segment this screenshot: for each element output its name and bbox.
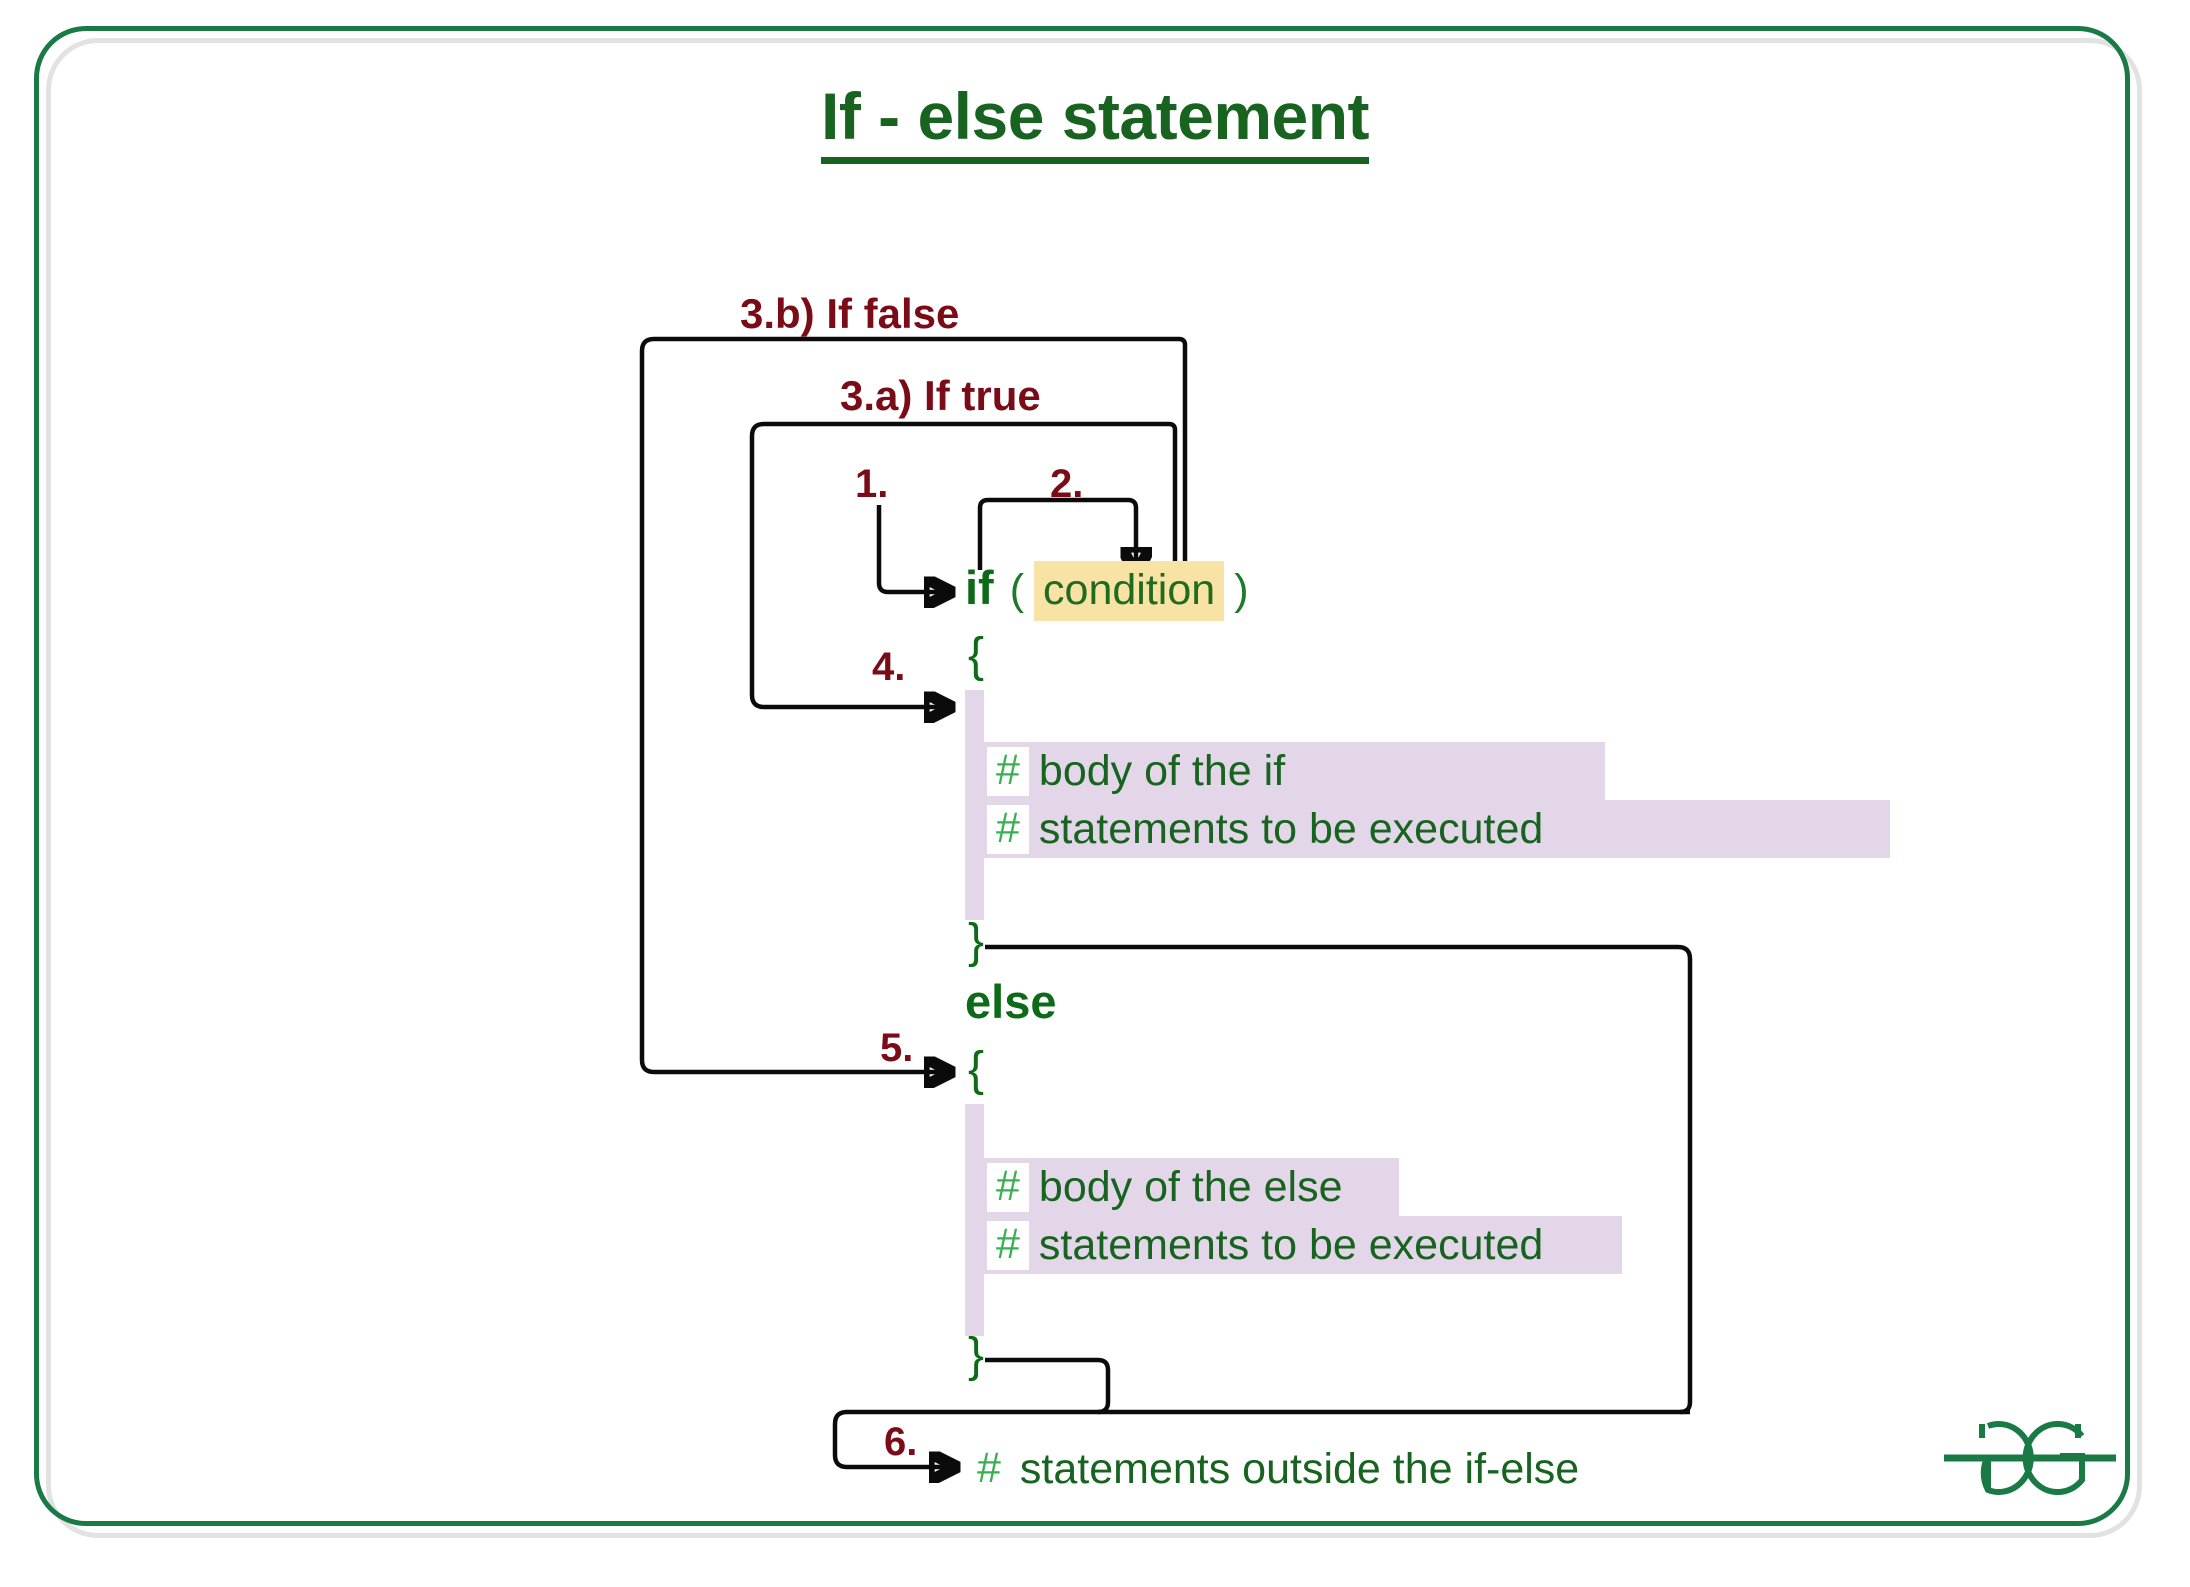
code-line-if: if (condition) <box>965 561 1249 621</box>
condition-highlight: condition <box>1034 561 1225 621</box>
block-gutter-else-top <box>965 1104 984 1166</box>
else-keyword: else <box>965 975 1057 1028</box>
comment-else-1-text: body of the else <box>1038 1162 1343 1211</box>
slide-frame-border <box>34 26 2130 1526</box>
comment-outside: # statements outside the if-else <box>968 1440 1579 1498</box>
frame-shadow <box>46 38 2142 1538</box>
comment-else-2: # statements to be executed <box>965 1216 1622 1274</box>
block-gutter-else-bottom <box>965 1274 984 1336</box>
brace-open-if: { <box>968 629 985 682</box>
comment-if-1-text: body of the if <box>1038 746 1286 795</box>
step-label-6: 6. <box>884 1420 918 1464</box>
step-label-3a: 3.a) If true <box>840 372 1041 419</box>
hash-icon: # <box>977 1443 1001 1492</box>
geeksforgeeks-logo <box>1930 1398 2130 1523</box>
comment-outside-text: statements outside the if-else <box>1019 1444 1580 1493</box>
brace-close-else: } <box>968 1329 985 1382</box>
page-title: If - else statement <box>0 78 2190 164</box>
page-title-text: If - else statement <box>820 79 1370 164</box>
comment-if-1: # body of the if <box>965 742 1605 800</box>
if-keyword: if <box>965 561 994 614</box>
comment-if-2: # statements to be executed <box>965 800 1890 858</box>
step-label-2: 2. <box>1050 462 1084 506</box>
hash-icon: # <box>987 746 1029 796</box>
step-label-5: 5. <box>880 1026 914 1070</box>
paren-close: ) <box>1234 566 1249 614</box>
brace-open-else: { <box>968 1043 985 1096</box>
hash-icon: # <box>987 1220 1029 1270</box>
gfg-logo-icon <box>1944 1421 2116 1495</box>
comment-else-2-text: statements to be executed <box>1038 1220 1544 1269</box>
hash-icon: # <box>987 1162 1029 1212</box>
comment-else-1: # body of the else <box>965 1158 1399 1216</box>
step-label-3b: 3.b) If false <box>740 290 960 337</box>
comment-if-2-text: statements to be executed <box>1038 804 1544 853</box>
hash-icon: # <box>987 804 1029 854</box>
block-gutter-if-top <box>965 690 984 750</box>
paren-open: ( <box>1009 566 1025 614</box>
step-label-1: 1. <box>855 462 889 506</box>
step-label-4: 4. <box>872 645 906 689</box>
brace-close-if: } <box>968 915 985 968</box>
block-gutter-if-bottom <box>965 858 984 920</box>
